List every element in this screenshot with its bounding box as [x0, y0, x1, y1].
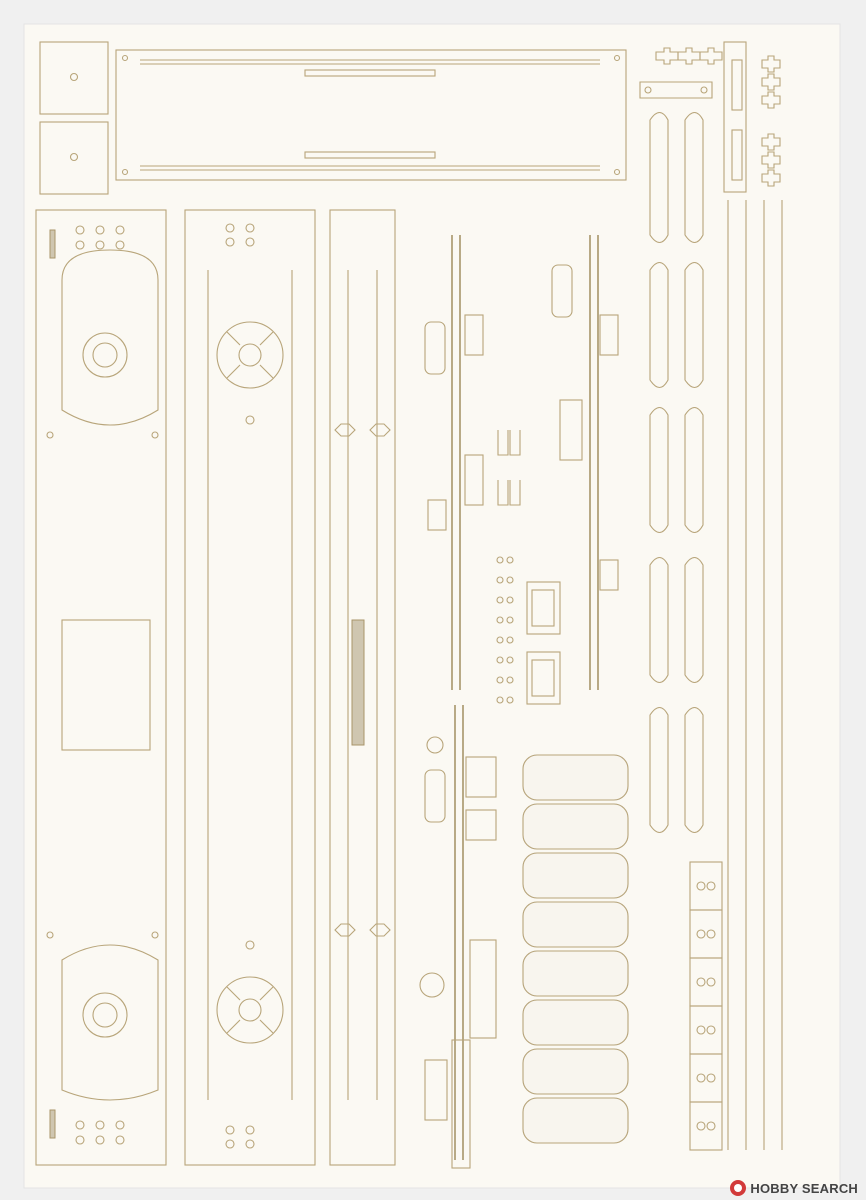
watermark: HOBBY SEARCH — [730, 1180, 858, 1196]
double-hole-blocks — [689, 861, 723, 1151]
detail-sprue-left — [424, 235, 521, 690]
chassis-frame-second — [184, 209, 316, 1166]
small-cross-parts — [639, 41, 781, 193]
thin-rail-strips — [727, 200, 783, 1150]
interior-panels — [522, 754, 629, 1144]
long-top-strip — [115, 49, 627, 181]
detail-sprue-right — [551, 235, 619, 690]
curved-skirt-parts — [649, 111, 704, 834]
watermark-text: HOBBY SEARCH — [750, 1180, 858, 1196]
top-square-plates — [39, 41, 109, 195]
detail-sprue-lower — [419, 705, 497, 1169]
chassis-frame-third — [329, 209, 396, 1166]
pin-parts — [496, 556, 561, 705]
hobby-search-logo-icon — [730, 1180, 747, 1196]
chassis-floor-left — [35, 209, 167, 1166]
